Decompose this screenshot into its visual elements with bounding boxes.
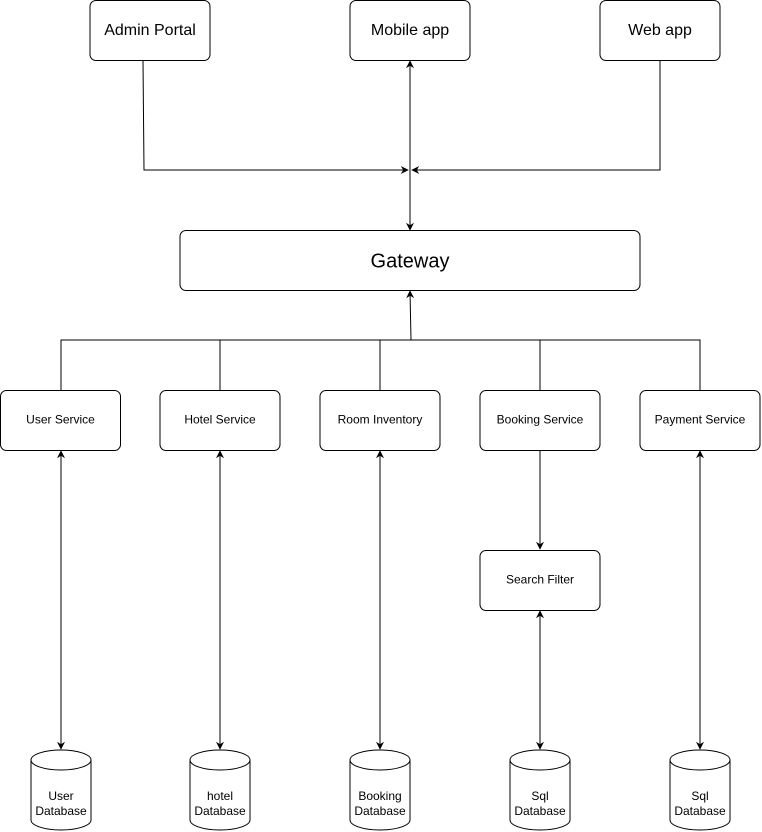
hotel-database-label-line1: hotel xyxy=(207,789,233,803)
booking-service-node[interactable]: Booking Service xyxy=(479,390,601,451)
search-filter-label: Search Filter xyxy=(506,573,574,587)
gateway-label: Gateway xyxy=(371,250,450,272)
user-service-label: User Service xyxy=(26,413,95,427)
sql-database-search-label-line1: Sql xyxy=(531,789,548,803)
edge-admin-to-junction xyxy=(142,60,409,174)
room-inventory-label: Room Inventory xyxy=(338,413,423,427)
payment-service-node[interactable]: Payment Service xyxy=(639,390,761,451)
hotel-service-label: Hotel Service xyxy=(184,413,256,427)
user-database-label-line2: Database xyxy=(35,804,87,818)
room-inventory-node[interactable]: Room Inventory xyxy=(319,390,441,451)
admin-portal-label: Admin Portal xyxy=(104,22,196,39)
payment-service-label: Payment Service xyxy=(655,413,746,427)
hotel-database-label-line2: Database xyxy=(194,804,246,818)
user-database-node[interactable]: User Database xyxy=(30,749,92,831)
user-service-node[interactable]: User Service xyxy=(0,390,121,451)
admin-portal-node[interactable]: Admin Portal xyxy=(89,0,211,61)
sql-database-search-node[interactable]: Sql Database xyxy=(509,749,571,831)
gateway-node[interactable]: Gateway xyxy=(179,230,641,291)
hotel-database-node[interactable]: hotel Database xyxy=(189,749,251,831)
mobile-app-node[interactable]: Mobile app xyxy=(349,0,471,61)
booking-service-label: Booking Service xyxy=(497,413,584,427)
booking-database-label-line2: Database xyxy=(354,804,406,818)
booking-database-label-line1: Booking xyxy=(358,789,401,803)
sql-database-search-label-line2: Database xyxy=(514,804,566,818)
connections xyxy=(57,60,704,750)
search-filter-node[interactable]: Search Filter xyxy=(479,550,601,611)
sql-database-payment-label-line1: Sql xyxy=(691,789,708,803)
edge-bus-to-gateway xyxy=(406,290,415,341)
mobile-app-label: Mobile app xyxy=(371,22,449,39)
sql-database-payment-label-line2: Database xyxy=(674,804,726,818)
edge-web-to-junction xyxy=(411,61,661,174)
web-app-label: Web app xyxy=(628,22,692,39)
booking-database-node[interactable]: Booking Database xyxy=(349,749,411,831)
user-database-label-line1: User xyxy=(48,789,73,803)
web-app-node[interactable]: Web app xyxy=(599,0,721,61)
sql-database-payment-node[interactable]: Sql Database xyxy=(669,749,731,831)
hotel-service-node[interactable]: Hotel Service xyxy=(159,390,281,451)
